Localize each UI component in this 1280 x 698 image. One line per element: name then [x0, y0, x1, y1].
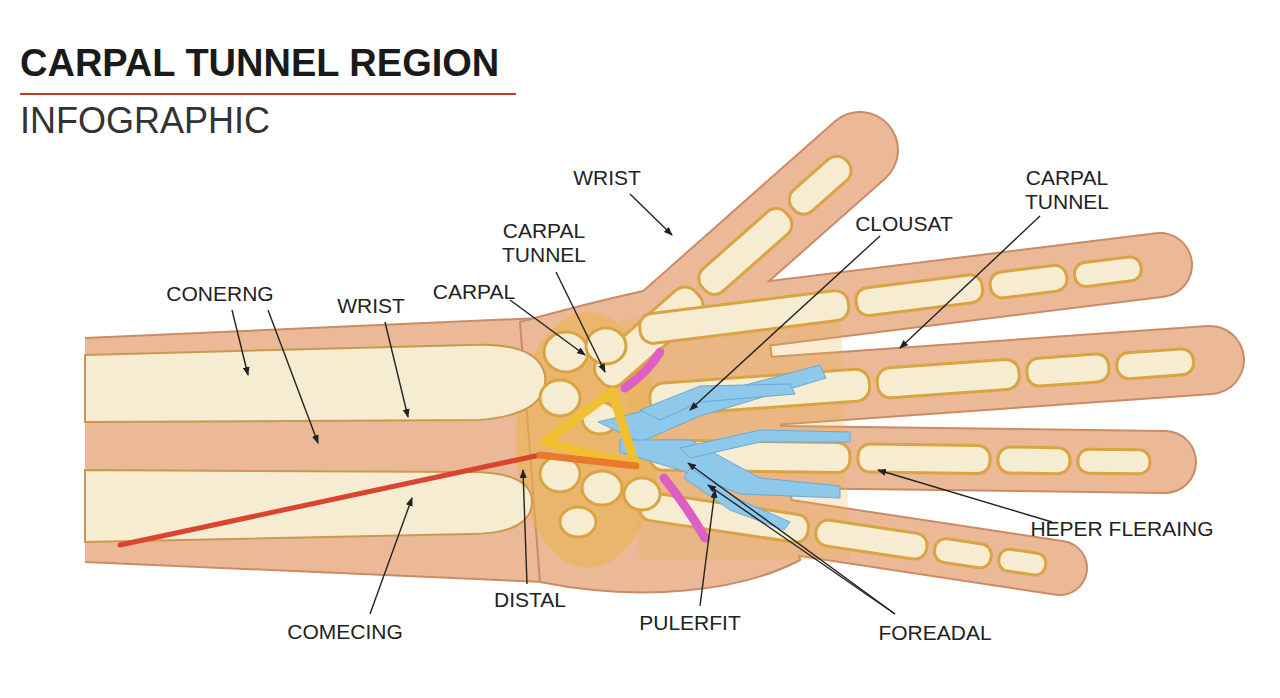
forearm-skin — [85, 318, 545, 582]
leader-line — [700, 490, 715, 606]
leader-line — [385, 322, 408, 417]
part-label: CARPAL — [404, 280, 544, 304]
carpal-bones — [624, 478, 660, 510]
subtitle-text: INFOGRAPHIC — [20, 100, 520, 141]
radius-bone — [85, 345, 545, 422]
part-label: CLOUSAT — [824, 212, 984, 236]
part-label: WRIST — [301, 294, 441, 318]
finger-bones — [1078, 449, 1150, 474]
part-label: CARPAL TUNNEL — [1007, 166, 1127, 214]
carpal-bones — [582, 471, 622, 505]
tendons — [680, 430, 850, 458]
nerve-branch — [540, 455, 636, 466]
finger-bones — [858, 444, 990, 474]
leader-line — [510, 300, 585, 355]
skin-outline — [85, 562, 545, 582]
part-label: CONERNG — [140, 282, 300, 306]
finger-bones — [876, 359, 1020, 399]
leader-line — [232, 310, 248, 375]
carpal-bones — [560, 507, 596, 537]
finger-skin — [600, 150, 1210, 568]
finger-outline — [600, 150, 1210, 568]
leader-line — [630, 194, 672, 235]
finger-bones — [589, 149, 1195, 580]
part-label: DISTAL — [460, 588, 600, 612]
leader-line — [232, 194, 1052, 614]
leader-line — [268, 310, 318, 443]
finger-bones — [693, 203, 797, 300]
finger-bones — [784, 151, 856, 220]
finger-bones — [638, 289, 850, 345]
leader-line — [878, 470, 1052, 522]
finger-bones — [1026, 353, 1110, 387]
tendons — [640, 384, 795, 420]
tendons — [598, 365, 850, 530]
leader-line — [690, 236, 880, 410]
median-nerve — [120, 455, 540, 545]
leader-line — [556, 272, 605, 372]
part-label: COMECING — [265, 620, 425, 644]
part-label: WRIST — [527, 166, 687, 190]
part-label: PULERFIT — [610, 611, 770, 635]
part-label: FOREADAL — [855, 621, 1015, 645]
finger-bones — [1073, 256, 1142, 288]
leader-line — [900, 216, 1040, 348]
carpal-bones — [540, 380, 580, 416]
ligament — [664, 478, 705, 538]
leader-line — [370, 498, 412, 614]
part-label: CARPAL TUNNEL — [484, 219, 604, 267]
leader-line — [688, 463, 895, 614]
finger-bones — [1116, 348, 1195, 379]
title-underline — [20, 93, 516, 95]
part-label: HEPER FLERAING — [1012, 517, 1232, 541]
skin-outline — [85, 318, 540, 338]
finger-bones — [855, 273, 984, 316]
leader-line — [523, 470, 527, 584]
title-text: CARPAL TUNNEL REGION — [20, 42, 720, 86]
finger-bones — [638, 253, 1143, 345]
finger-bones — [997, 548, 1047, 577]
ligament — [625, 352, 660, 388]
finger-bones — [933, 537, 993, 569]
leader-line — [708, 485, 895, 614]
finger-bones — [814, 518, 929, 560]
finger-bones — [989, 264, 1069, 299]
finger-bones — [998, 447, 1070, 474]
